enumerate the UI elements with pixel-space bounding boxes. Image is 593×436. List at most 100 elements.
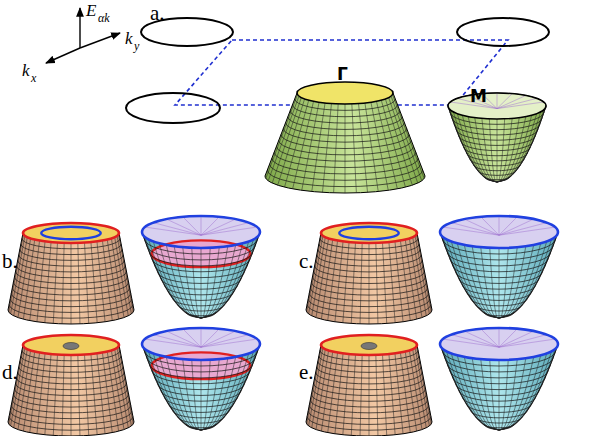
grid-line	[71, 355, 72, 436]
grid-line	[499, 351, 552, 430]
grid-line	[497, 93, 498, 109]
grid-line	[201, 248, 210, 318]
band-top	[23, 335, 119, 355]
electron-band	[448, 93, 546, 182]
grid-line	[499, 216, 500, 235]
grid-line	[360, 355, 362, 436]
axis-label: x	[31, 72, 36, 84]
grid-line	[117, 236, 131, 314]
grid-line	[285, 100, 309, 187]
hole-band	[306, 223, 432, 324]
panel-letter: b.	[2, 251, 18, 272]
grid-line	[490, 248, 499, 318]
grid-line	[71, 243, 72, 324]
grid-line	[201, 246, 228, 318]
grid-line	[183, 217, 201, 235]
grid-line	[409, 238, 422, 317]
grid-line	[365, 103, 378, 191]
band-surface	[448, 93, 546, 182]
grid-line	[481, 329, 499, 347]
grid-line	[91, 354, 97, 435]
grid-line	[307, 234, 322, 312]
grid-line	[97, 241, 105, 321]
grid-line	[497, 118, 519, 182]
grid-line	[192, 248, 201, 318]
grid-line	[457, 355, 499, 430]
grid-line	[201, 360, 202, 430]
grid-line	[111, 350, 124, 429]
grid-line	[499, 248, 500, 318]
grid-line	[497, 95, 526, 108]
grid-line	[499, 247, 517, 318]
panel-letter: d.	[2, 362, 18, 383]
grid-line	[18, 350, 31, 429]
grid-line	[183, 247, 201, 318]
band-surface	[440, 216, 558, 318]
grid-line	[499, 248, 508, 318]
grid-line	[192, 360, 201, 430]
grid-line	[490, 360, 499, 430]
grid-line	[405, 352, 416, 432]
grid-line	[322, 104, 331, 193]
axis-arrow	[46, 48, 80, 63]
grid-line	[453, 112, 497, 182]
band-surface	[306, 233, 432, 324]
band-interior	[448, 93, 546, 119]
band-interior	[440, 328, 558, 360]
grid-line	[499, 223, 547, 236]
grid-line	[62, 243, 64, 324]
band-top	[23, 223, 119, 243]
grid-line	[183, 329, 201, 347]
grid-line	[201, 243, 243, 318]
grid-line	[183, 359, 201, 430]
grid-line	[309, 348, 323, 426]
axis-arrow	[79, 8, 80, 48]
band-rim	[440, 216, 558, 248]
grid-line	[395, 353, 403, 433]
grid-line	[499, 357, 534, 430]
grid-line	[451, 335, 499, 348]
grid-line	[457, 114, 497, 182]
grid-line	[499, 245, 534, 318]
band-rim	[142, 328, 260, 360]
grid-line	[472, 358, 499, 430]
axes	[46, 8, 120, 63]
grid-line	[201, 239, 254, 318]
grid-line	[499, 243, 541, 318]
axis-label: E	[86, 2, 96, 19]
hole-band	[306, 335, 432, 436]
grid-line	[201, 216, 202, 235]
grid-line	[464, 245, 499, 318]
grid-line	[334, 104, 339, 193]
grid-line	[369, 243, 370, 324]
grid-line	[153, 241, 201, 318]
grid-line	[272, 98, 301, 183]
axis-label: k	[22, 62, 30, 79]
grid-line	[497, 117, 526, 182]
grid-line	[443, 339, 499, 347]
grid-line	[53, 355, 57, 436]
grid-line	[312, 103, 325, 191]
panel-letter: c.	[299, 251, 314, 272]
hole-band	[8, 335, 134, 436]
grid-line	[475, 118, 497, 182]
grid-line	[153, 335, 201, 348]
grid-line	[497, 110, 544, 182]
grid-line	[360, 243, 362, 324]
grid-line	[201, 331, 236, 347]
grid-line	[497, 118, 512, 182]
grid-line	[201, 217, 219, 235]
grid-line	[499, 219, 534, 235]
grid-line	[201, 245, 236, 318]
grid-line	[481, 217, 499, 235]
grid-line	[481, 359, 499, 430]
grid-line	[359, 104, 368, 193]
grid-line	[53, 243, 57, 324]
grid-line	[371, 102, 388, 190]
grid-line	[9, 234, 24, 312]
grid-line	[201, 329, 219, 347]
grid-line	[385, 99, 412, 185]
grid-line	[11, 236, 25, 314]
grid-line	[201, 219, 236, 235]
